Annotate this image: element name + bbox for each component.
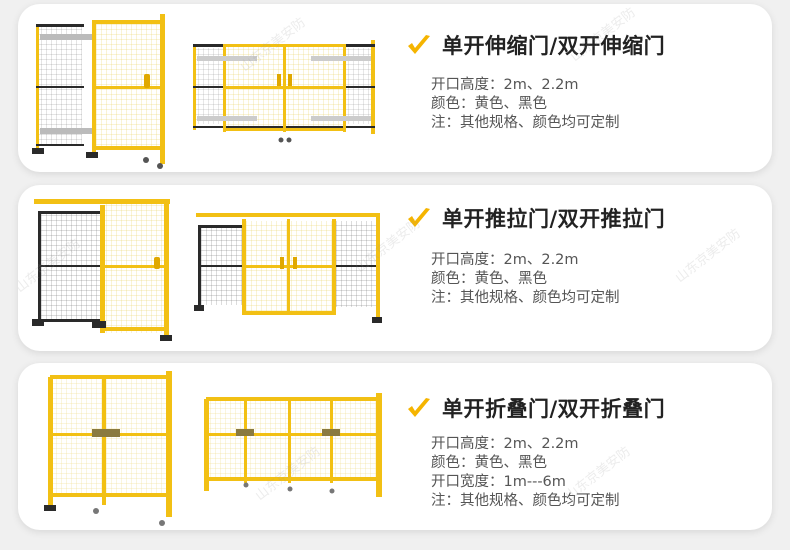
spec-height: 开口高度：2m、2.2m [431,252,579,268]
title-row: 单开折叠门/双开折叠门 [406,393,665,423]
spec-note: 注：其他规格、颜色均可定制 [431,290,620,306]
title-row: 单开伸缩门/双开伸缩门 [406,30,665,60]
single-telescopic-gate-image [32,14,165,169]
product-card-sliding-gate: 单开推拉门/双开推拉门 开口高度：2m、2.2m 颜色：黄色、黑色 注：其他规格… [18,185,772,351]
single-sliding-gate-image [32,199,172,341]
double-sliding-gate-image [194,213,382,323]
spec-height: 开口高度：2m、2.2m [431,77,579,93]
double-telescopic-gate-image [193,40,375,143]
spec-height: 开口高度：2m、2.2m [431,436,579,452]
spec-list: 开口高度：2m、2.2m 颜色：黄色、黑色 注：其他规格、颜色均可定制 [431,251,620,308]
spec-color: 颜色：黄色、黑色 [431,96,547,112]
double-folding-gate-image [204,393,382,497]
spec-list: 开口高度：2m、2.2m 颜色：黄色、黑色 开口宽度：1m---6m 注：其他规… [431,435,620,511]
title-row: 单开推拉门/双开推拉门 [406,203,665,233]
spec-color: 颜色：黄色、黑色 [431,271,547,287]
check-icon [408,208,430,227]
spec-width: 开口宽度：1m---6m [431,474,566,490]
check-icon [408,35,430,54]
check-icon [408,398,430,417]
product-card-telescopic-gate: 单开伸缩门/双开伸缩门 开口高度：2m、2.2m 颜色：黄色、黑色 注：其他规格… [18,4,772,172]
watermark: 山东京美安防 [672,226,744,287]
product-card-folding-gate: 单开折叠门/双开折叠门 开口高度：2m、2.2m 颜色：黄色、黑色 开口宽度：1… [18,363,772,530]
spec-note: 注：其他规格、颜色均可定制 [431,115,620,131]
product-title: 单开推拉门/双开推拉门 [442,207,666,231]
product-title: 单开折叠门/双开折叠门 [442,397,666,421]
spec-note: 注：其他规格、颜色均可定制 [431,493,620,509]
product-title: 单开伸缩门/双开伸缩门 [442,34,666,58]
single-folding-gate-image [44,371,172,526]
spec-color: 颜色：黄色、黑色 [431,455,547,471]
spec-list: 开口高度：2m、2.2m 颜色：黄色、黑色 注：其他规格、颜色均可定制 [431,76,620,133]
